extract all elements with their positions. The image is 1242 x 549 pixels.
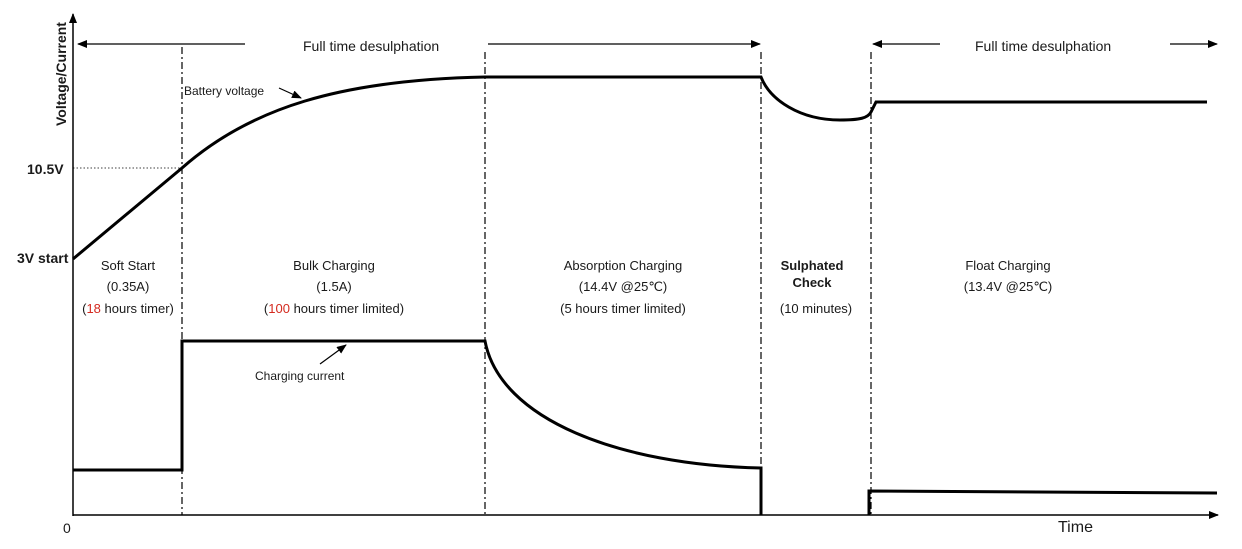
soft-start-title: Soft Start (101, 258, 156, 273)
absorption-voltage: (14.4V @25℃) (579, 279, 668, 294)
float-title: Float Charging (965, 258, 1050, 273)
absorption-title: Absorption Charging (564, 258, 683, 273)
battery-voltage-pointer (278, 87, 302, 99)
stage-soft-start: Soft Start (0.35A) (18 hours timer) (82, 258, 174, 316)
sulphated-title-line1: Sulphated (781, 258, 844, 273)
x-axis-title: Time (1058, 519, 1093, 536)
sulphated-title-line2: Check (792, 275, 832, 290)
stage-float-charging: Float Charging (13.4V @25℃) (964, 258, 1053, 294)
battery-voltage-curve (72, 75, 1207, 261)
float-voltage: (13.4V @25℃) (964, 279, 1053, 294)
soft-start-current: (0.35A) (107, 279, 150, 294)
stage-absorption-charging: Absorption Charging (14.4V @25℃) (5 hour… (560, 258, 686, 316)
header-desulphation-right: Full time desulphation (975, 38, 1111, 54)
charging-current-pointer (319, 344, 347, 365)
origin-label: 0 (63, 520, 71, 536)
float-current-line (867, 489, 1218, 515)
stage-sulphated-check: Sulphated Check (10 minutes) (780, 258, 852, 316)
soft-start-timer: (18 hours timer) (82, 301, 174, 316)
charging-current-curve (73, 339, 763, 515)
battery-voltage-label: Battery voltage (184, 84, 264, 98)
bulk-current: (1.5A) (316, 279, 351, 294)
y-axis-title: Voltage/Current (53, 22, 69, 126)
stage-bulk-charging: Bulk Charging (1.5A) (100 hours timer li… (264, 258, 404, 316)
tick-10v5: 10.5V (27, 161, 64, 177)
tick-3v-start: 3V start (17, 250, 69, 266)
sulphated-timer: (10 minutes) (780, 301, 852, 316)
bulk-timer: (100 hours timer limited) (264, 301, 404, 316)
absorption-timer: (5 hours timer limited) (560, 301, 686, 316)
charging-current-label: Charging current (255, 369, 345, 383)
header-desulphation-left: Full time desulphation (303, 38, 439, 54)
bulk-title: Bulk Charging (293, 258, 375, 273)
